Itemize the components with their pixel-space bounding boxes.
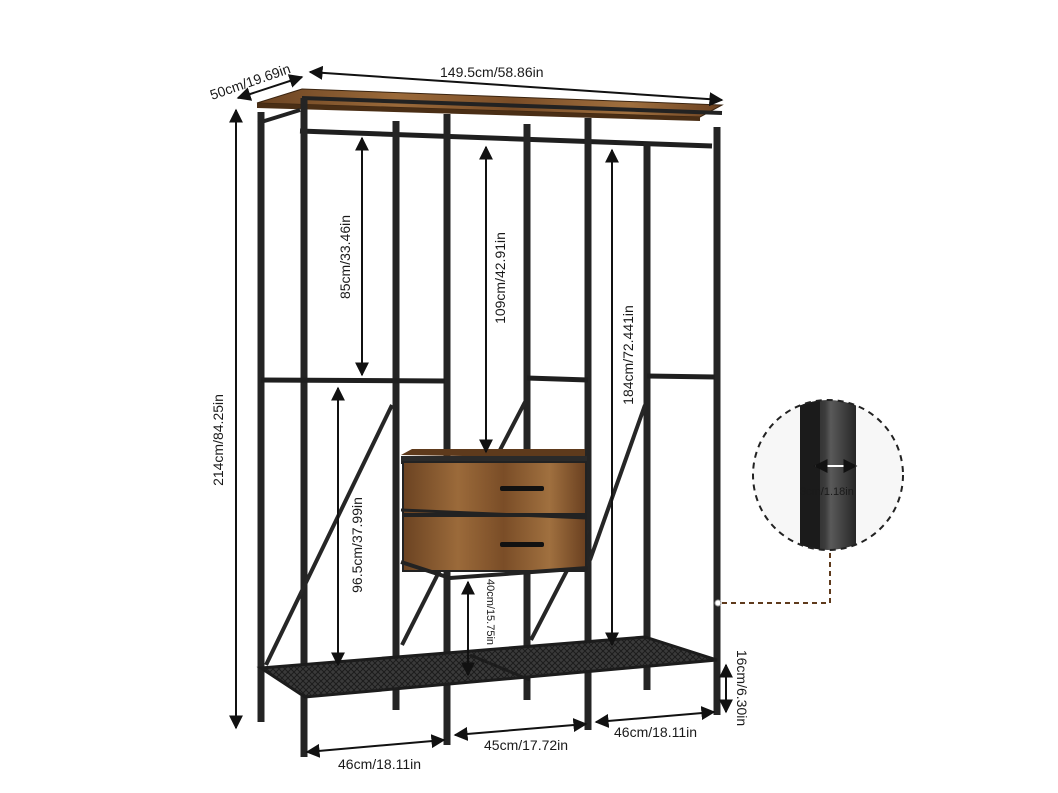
- wardrobe-frame: [256, 88, 724, 757]
- right-width-label: 46cm/18.11in: [614, 724, 697, 740]
- middle-width-label: 45cm/17.72in: [484, 737, 568, 753]
- drawer-bottom-handle: [500, 542, 544, 547]
- width-arrow: [308, 65, 724, 107]
- upper-hanging-rod: [299, 128, 713, 149]
- left-width-arrow: [305, 734, 446, 758]
- left-lower-label: 96.5cm/37.99in: [349, 497, 365, 593]
- drawer-top: [402, 461, 587, 515]
- drawer-top-handle: [500, 486, 544, 491]
- depth-arrow: [236, 74, 304, 101]
- drawer-unit: [400, 449, 589, 580]
- right-width-arrow: [594, 706, 716, 728]
- drawer-bottom: [402, 515, 587, 572]
- dimension-lines: [229, 65, 733, 758]
- callout-leader: [722, 552, 831, 604]
- middle-label: 109cm/42.91in: [492, 232, 508, 324]
- drawer-clearance-label: 40cm/15.75in: [484, 579, 496, 645]
- right-label: 184cm/72.441in: [620, 305, 636, 405]
- bottom-mesh-shelf: [256, 635, 718, 699]
- bottom-shelf-label: 16cm/6.30in: [734, 650, 750, 726]
- left-width-label: 46cm/18.11in: [338, 756, 421, 772]
- tube-width-label: 3cm/1.18in: [800, 486, 854, 498]
- middle-width-arrow: [453, 718, 588, 741]
- left-lower-rod: [260, 377, 446, 384]
- tube-detail-callout: 3cm/1.18in: [714, 399, 904, 607]
- width-label: 149.5cm/58.86in: [440, 64, 544, 80]
- vertical-posts: [257, 98, 721, 757]
- left-upper-label: 85cm/33.46in: [337, 215, 353, 299]
- height-label: 214cm/84.25in: [210, 394, 226, 486]
